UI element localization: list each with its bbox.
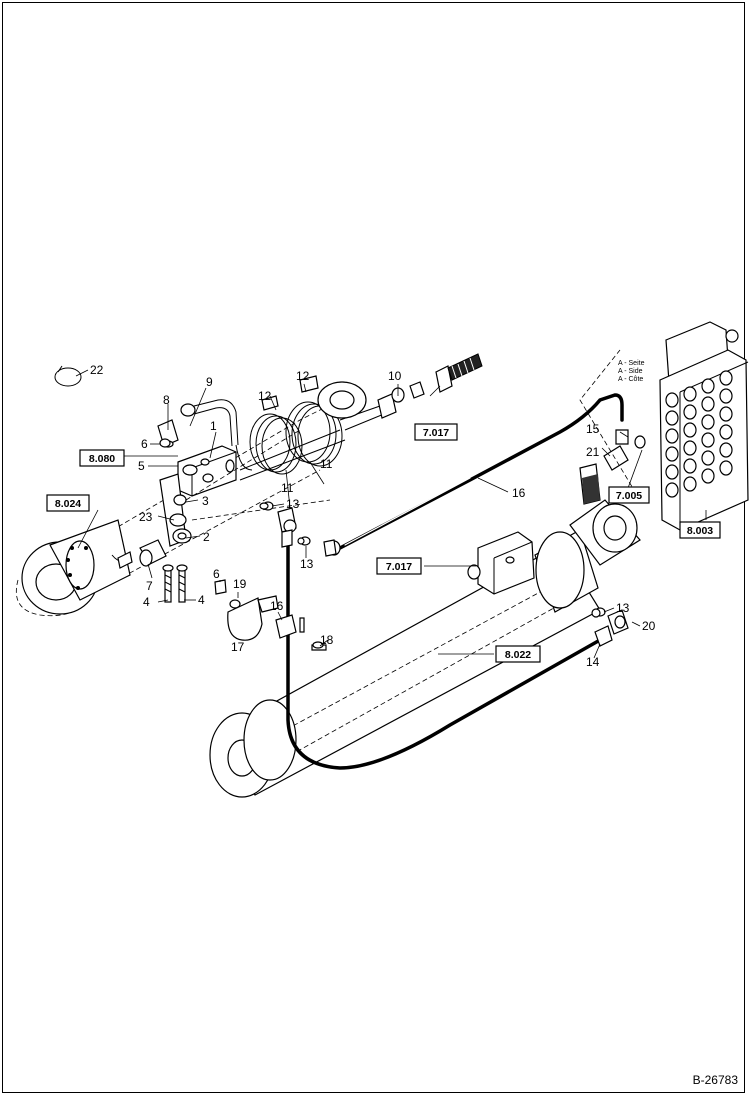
arm-cylinder — [209, 499, 641, 798]
hose-14 — [286, 538, 613, 770]
callout: 12 — [258, 389, 272, 403]
ref-label: 7.017 — [423, 427, 449, 439]
ref-box-7017-top: 7.017 — [414, 423, 458, 441]
leader-lines — [75, 369, 707, 659]
ref-label: 7.017 — [386, 561, 412, 573]
ref-box-8024: 8.024 — [46, 494, 90, 512]
fitting-13-top — [259, 501, 297, 548]
washer-19 — [229, 599, 241, 609]
ref-label: 8.022 — [505, 649, 531, 661]
hose-end-7017 — [435, 353, 483, 393]
ref-box-7017-mid: 7.017 — [376, 557, 422, 575]
ref-box-7005: 7.005 — [608, 486, 650, 504]
callout: 5 — [138, 459, 145, 473]
callout: 13 — [616, 601, 630, 615]
control-valve-bank — [579, 321, 749, 531]
valve-block — [159, 429, 331, 547]
callout: 13 — [286, 497, 300, 511]
bolts-4 — [162, 564, 188, 603]
callout: 4 — [198, 593, 205, 607]
side-legend: A - Seite A - Side A - Côte — [618, 360, 645, 383]
callout: 12 — [296, 369, 310, 383]
fitting-16-lower — [275, 614, 305, 639]
pipe-9 — [180, 399, 253, 471]
callout: 13 — [300, 557, 314, 571]
fitting-7 — [139, 539, 167, 567]
callout: 14 — [586, 655, 600, 669]
callout: 2 — [203, 530, 210, 544]
fitting-13-lower — [591, 607, 606, 618]
callout: 6 — [141, 437, 148, 451]
hose-16 — [323, 393, 624, 557]
callout: 6 — [213, 567, 220, 581]
callout: 23 — [139, 510, 153, 524]
ref-box-8003: 8.003 — [679, 521, 721, 539]
legend-line-de: A - Seite — [618, 360, 645, 367]
valve-7017-mid — [467, 531, 535, 595]
clamp-17 — [227, 595, 279, 641]
ref-box-8022: 8.022 — [495, 645, 541, 663]
callouts: 22 9 8 6 1 5 3 23 2 7 4 4 12 12 10 11 11… — [90, 363, 656, 669]
ref-box-8080: 8.080 — [79, 449, 125, 467]
callout: 16 — [512, 486, 526, 500]
callout: 11 — [281, 481, 294, 495]
ref-label: 8.080 — [89, 453, 115, 465]
valve-bank-spools — [665, 370, 733, 498]
callout: 3 — [202, 494, 209, 508]
ref-label: 8.024 — [55, 498, 81, 510]
callout: 10 — [388, 369, 402, 383]
callout: 22 — [90, 363, 104, 377]
callout: 17 — [231, 640, 245, 654]
hose-clamp-22 — [54, 365, 82, 387]
callout: 19 — [233, 577, 247, 591]
fitting-13-mid — [297, 536, 311, 546]
fitting-8 — [157, 419, 179, 448]
callout: 9 — [206, 375, 213, 389]
nut-6-lower — [214, 579, 227, 595]
ref-label: 7.005 — [616, 490, 642, 502]
legend-line-fr: A - Côte — [618, 376, 643, 383]
callout: 4 — [143, 595, 150, 609]
callout: 7 — [146, 579, 153, 593]
legend-line-en: A - Side — [618, 368, 643, 375]
callout: 16 — [270, 599, 284, 613]
fitting-15 — [615, 429, 629, 445]
fitting-21 — [579, 435, 646, 505]
pipe-fitting-right — [377, 381, 425, 419]
figure-id: B-26783 — [693, 1073, 739, 1087]
callout: 21 — [586, 445, 600, 459]
callout: 11 — [320, 457, 333, 471]
callout: 8 — [163, 393, 170, 407]
callout: 20 — [642, 619, 656, 633]
callout: 15 — [586, 422, 600, 436]
clamps-12 — [261, 375, 319, 411]
callout: 18 — [320, 633, 334, 647]
callout: 1 — [210, 419, 217, 433]
fitting-20 — [607, 609, 629, 635]
cylinder-end-top — [317, 381, 367, 419]
ref-label: 8.003 — [687, 525, 713, 537]
